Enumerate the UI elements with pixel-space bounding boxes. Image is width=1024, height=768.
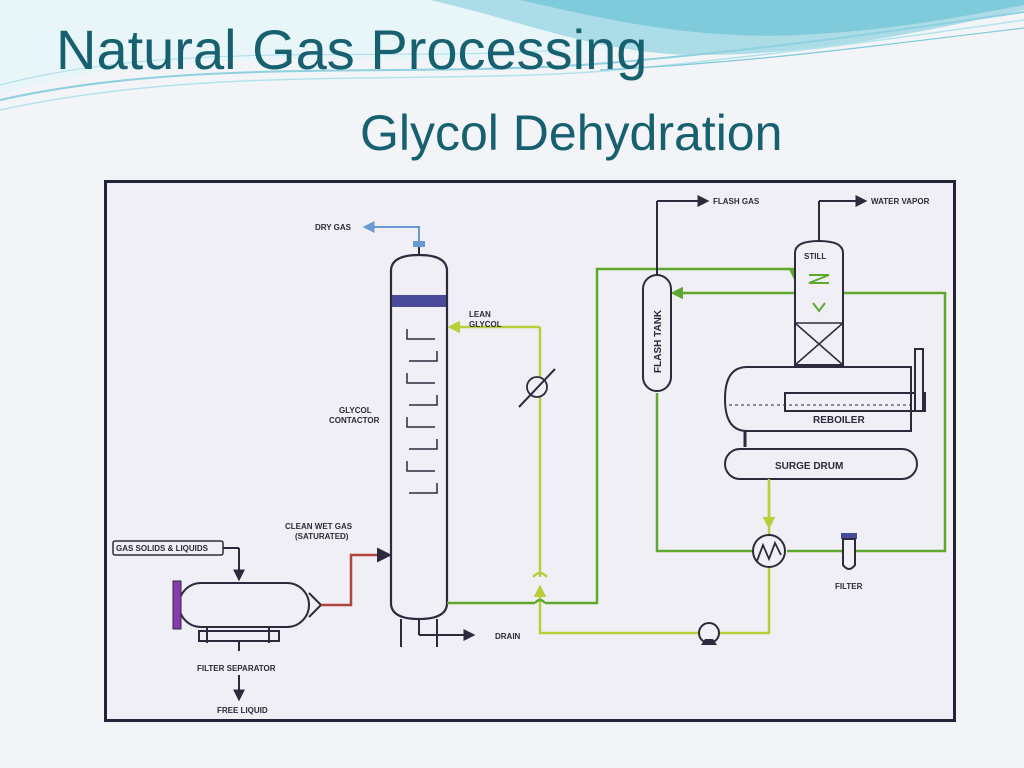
- rich-glycol-line: [447, 267, 947, 605]
- process-diagram-frame: FILTER SEPARATOR FREE LIQUID GAS SOLIDS …: [104, 180, 956, 722]
- drain-label: DRAIN: [495, 632, 521, 641]
- flash-gas-label: FLASH GAS: [713, 197, 760, 206]
- process-diagram: FILTER SEPARATOR FREE LIQUID GAS SOLIDS …: [112, 195, 947, 715]
- heat-exchanger: [752, 534, 786, 568]
- gas-solids-liquids-label: GAS SOLIDS & LIQUIDS: [116, 544, 209, 553]
- flash-tank-label: FLASH TANK: [653, 309, 664, 373]
- surge-drum: [724, 448, 918, 530]
- glycol-contactor-label-1: GLYCOL: [339, 406, 372, 415]
- lean-glycol-line: [447, 320, 771, 635]
- glycol-contactor-label-2: CONTACTOR: [329, 416, 380, 425]
- still-label: STILL: [804, 252, 826, 261]
- clean-wet-gas-saturated-label: (SATURATED): [295, 532, 349, 541]
- lean-glycol-label-1: LEAN: [469, 310, 491, 319]
- filter-label: FILTER: [835, 582, 863, 591]
- lean-glycol-label-2: GLYCOL: [469, 320, 502, 329]
- slide-title: Natural Gas Processing: [56, 18, 648, 81]
- water-vapor-label: WATER VAPOR: [871, 197, 930, 206]
- slide-subtitle: Glycol Dehydration: [360, 105, 783, 161]
- glycol-filter: [841, 533, 857, 570]
- glycol-contactor: [389, 241, 476, 647]
- filter-separator-label: FILTER SEPARATOR: [197, 664, 276, 673]
- flash-tank: [642, 195, 710, 392]
- glycol-pump: [698, 622, 720, 645]
- gas-solids-inlet: [112, 540, 245, 582]
- reboiler-label: REBOILER: [813, 415, 865, 426]
- control-valve: [518, 368, 556, 408]
- dry-gas-label: DRY GAS: [315, 223, 352, 232]
- reboiler: [723, 348, 926, 447]
- filter-separator: [172, 580, 323, 702]
- surge-drum-label: SURGE DRUM: [775, 461, 843, 472]
- clean-wet-gas-label: CLEAN WET GAS: [285, 522, 353, 531]
- still-column: [794, 195, 868, 366]
- free-liquid-label: FREE LIQUID: [217, 706, 268, 715]
